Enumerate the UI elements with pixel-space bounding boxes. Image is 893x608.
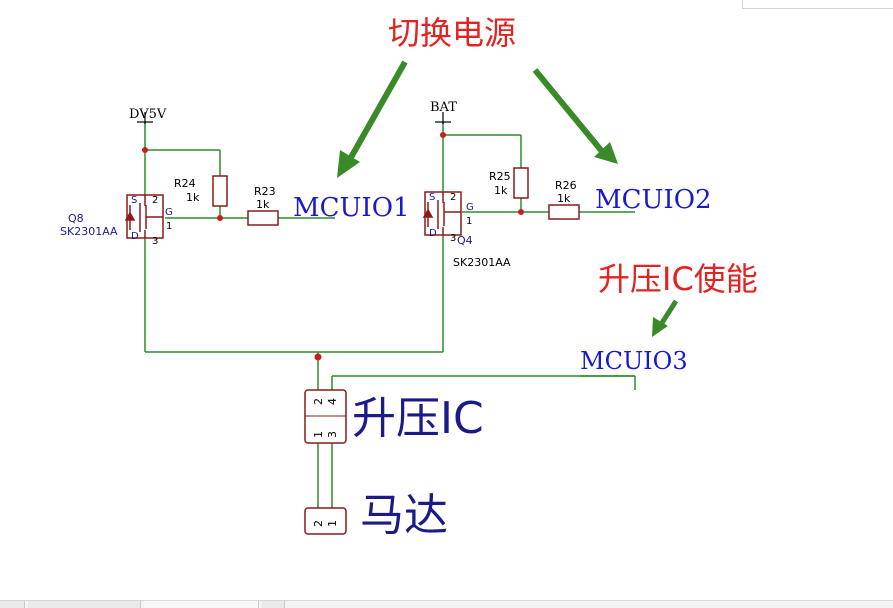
r25-value: 1k [494, 184, 508, 197]
q8-pin-3: 3 [152, 236, 158, 247]
annotation-boost-enable: 升压IC使能 [598, 260, 758, 298]
r25-ref: R25 [489, 170, 511, 183]
motor-pin-1: 1 [326, 520, 339, 527]
q4-pin-d: D [429, 228, 437, 239]
q4-pin-2: 2 [450, 192, 456, 203]
q4-pin-1: 1 [466, 216, 472, 227]
q4-part: SK2301AA [453, 256, 511, 269]
r24-ref: R24 [174, 177, 196, 190]
r23-value: 1k [256, 198, 270, 211]
motor-connector [304, 507, 347, 535]
q8-pin-d: D [131, 231, 139, 242]
q4-ref: Q4 [457, 234, 473, 247]
resistor-r26 [548, 204, 580, 220]
motor-pin-2: 2 [312, 520, 325, 527]
annotation-arrows [337, 60, 679, 337]
q8-pin-2: 2 [152, 195, 158, 206]
r23-ref: R23 [254, 185, 276, 198]
resistor-r25 [513, 167, 529, 199]
junction-dots [142, 132, 524, 361]
bottom-tab-3[interactable] [144, 601, 259, 608]
label-boost-ic: 升压IC [352, 393, 484, 444]
power-flag-bat [435, 112, 451, 124]
net-label-mcuio3: MCUIO3 [580, 347, 688, 375]
boost-pin-2: 2 [312, 398, 325, 405]
bottom-tab-4[interactable] [262, 601, 285, 608]
net-label-bat: BAT [430, 100, 457, 115]
net-label-mcuio1: MCUIO1 [293, 193, 410, 223]
boost-ic-connector [304, 389, 347, 444]
label-motor: 马达 [360, 490, 448, 541]
wires [144, 122, 636, 508]
mosfet-q8 [124, 194, 164, 239]
boost-pin-3: 3 [326, 431, 339, 438]
r26-value: 1k [557, 192, 571, 205]
q8-pin-s: S [131, 195, 137, 206]
resistor-r24 [212, 175, 228, 207]
power-flag-dv5v [137, 112, 153, 124]
bottom-tab-bar [0, 600, 893, 608]
mosfet-q4 [422, 191, 462, 236]
boost-pin-1: 1 [312, 431, 325, 438]
boost-pin-4: 4 [326, 398, 339, 405]
r24-value: 1k [186, 191, 200, 204]
q4-pin-s: S [429, 192, 435, 203]
q4-pin-3: 3 [450, 233, 456, 244]
resistor-r23 [247, 210, 279, 226]
net-label-mcuio2: MCUIO2 [595, 185, 712, 215]
q8-pin-1: 1 [166, 221, 172, 232]
bottom-tab-2[interactable] [28, 601, 141, 608]
q4-pin-g: G [466, 202, 474, 213]
annotation-switch-power: 切换电源 [388, 14, 516, 52]
net-label-dv5v: DV5V [129, 107, 167, 122]
corner-panel-edge [742, 0, 893, 9]
q8-ref: Q8 [68, 212, 84, 225]
q8-part: SK2301AA [60, 225, 118, 238]
r26-ref: R26 [555, 179, 577, 192]
q8-pin-g: G [165, 207, 173, 218]
bottom-tab-1[interactable] [0, 601, 25, 608]
